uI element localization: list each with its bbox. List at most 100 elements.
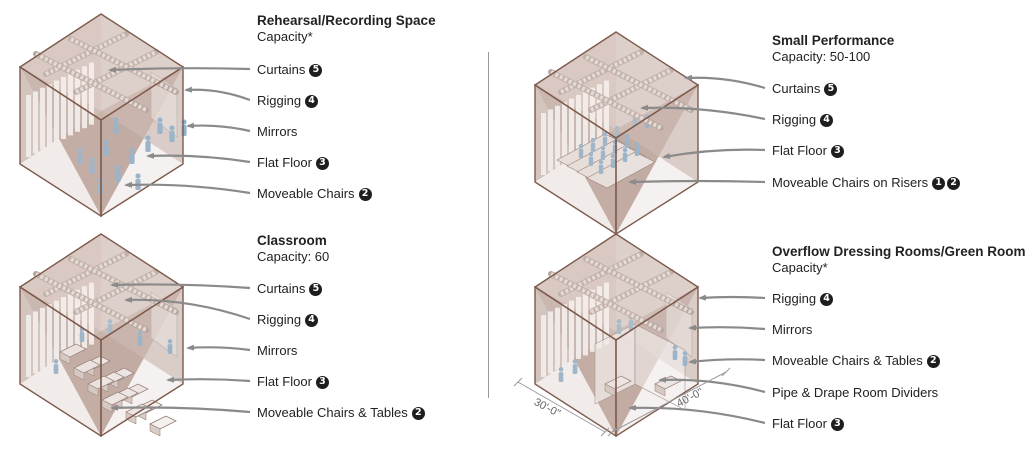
truss-bar: [550, 70, 662, 130]
dimension-tick: [600, 427, 610, 437]
person-body: [610, 158, 616, 168]
curtain-fold: [590, 289, 595, 352]
leader-arrow: [662, 148, 766, 159]
cube-edges: [18, 13, 185, 218]
badge-number: 4: [820, 292, 834, 306]
curtain-fold: [89, 62, 94, 125]
panel-title-rehearsal: Rehearsal/Recording Space: [257, 13, 436, 28]
person-body: [103, 145, 109, 156]
person-head: [634, 141, 640, 147]
curtain-fold: [597, 286, 602, 349]
badge-number: 3: [830, 417, 844, 431]
person-body: [616, 324, 622, 334]
rigging-truss-group: [548, 251, 694, 333]
curtain-fold: [541, 113, 546, 175]
person-body: [89, 163, 95, 174]
truss-bar-shadow: [588, 67, 674, 113]
person-body: [672, 350, 678, 360]
curtain-fold: [33, 91, 38, 154]
curtain-fold: [604, 80, 609, 143]
person-head: [590, 137, 596, 143]
person-head: [624, 133, 630, 139]
curtain-fold: [54, 80, 59, 143]
badge-number: 5: [309, 282, 323, 296]
curtain-fold: [82, 286, 87, 349]
leader-arrow: [124, 296, 251, 321]
person-body: [79, 332, 85, 342]
leader-arrow: [110, 404, 251, 414]
riser-row: [586, 151, 656, 189]
person-body: [588, 156, 594, 166]
cube-front-right-face: [615, 285, 699, 438]
person-head: [622, 147, 628, 153]
person-body: [600, 150, 606, 160]
curtain-fold: [555, 307, 560, 370]
person-body: [53, 364, 59, 374]
table-side: [654, 383, 666, 397]
panel-divider: [488, 52, 489, 398]
curtain-fold: [583, 91, 588, 154]
person-body: [590, 142, 596, 152]
person-head: [157, 117, 163, 123]
person-head: [107, 319, 113, 324]
label-classroom-mirrors: Mirrors: [257, 343, 298, 358]
person-head: [572, 359, 578, 364]
panel-title-small-performance: Small Performance: [772, 33, 895, 48]
person-body: [558, 372, 564, 382]
curtain-fold: [47, 84, 52, 147]
person-body: [167, 344, 173, 354]
person-body: [572, 364, 578, 374]
table-side: [87, 383, 99, 397]
curtain-fold: [47, 304, 52, 367]
person-head: [167, 339, 173, 344]
badge-number: 3: [315, 156, 329, 170]
curtain-fold: [40, 87, 45, 150]
occupants-group: [558, 315, 688, 411]
truss-bar-shadow: [588, 269, 674, 315]
person-head: [77, 147, 83, 153]
leader-arrow: [688, 324, 766, 331]
person-head: [602, 131, 608, 137]
occupants-group: [556, 111, 656, 189]
person-body: [145, 141, 151, 152]
cube-edges: [18, 233, 185, 438]
person-body: [115, 171, 121, 182]
badge-number: 2: [358, 187, 372, 201]
curtain-fold: [597, 84, 602, 147]
person-head: [614, 125, 620, 131]
person-body: [634, 146, 640, 156]
curtain-group: [541, 282, 609, 377]
badge-number: 4: [820, 113, 834, 127]
person-body: [624, 138, 630, 148]
curtain-fold: [54, 300, 59, 363]
rigging-truss-group: [548, 49, 694, 131]
panel-title-classroom: Classroom: [257, 233, 327, 248]
room-cube-overflow: [533, 233, 700, 438]
person-body: [107, 324, 113, 334]
person-body: [113, 123, 119, 134]
person-head: [53, 359, 59, 364]
curtain-fold: [548, 109, 553, 172]
person-head: [558, 367, 564, 372]
label-rehearsal-mirrors: Mirrors: [257, 124, 298, 139]
leader-arrow: [698, 294, 766, 301]
truss-bar-shadow: [73, 269, 159, 315]
curtain-fold: [541, 315, 546, 377]
person-body: [169, 131, 175, 142]
curtain-fold: [583, 293, 588, 356]
badge-number: 2: [926, 354, 940, 368]
leader-arrows-group: [108, 66, 766, 425]
person-head: [600, 145, 606, 151]
table-side: [73, 367, 85, 381]
curtain-fold: [75, 289, 80, 352]
table-side: [59, 351, 71, 365]
person-head: [137, 331, 143, 336]
curtain-fold: [89, 282, 94, 345]
